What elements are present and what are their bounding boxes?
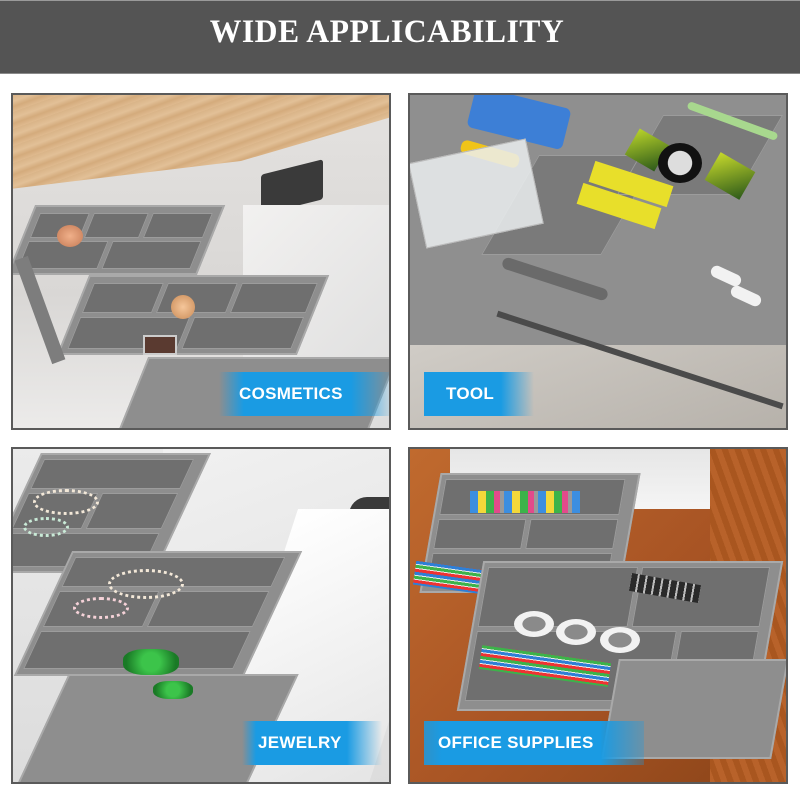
category-label-office-supplies: OFFICE SUPPLIES (424, 721, 644, 765)
wood-countertop (13, 95, 389, 189)
green-gems (153, 681, 193, 699)
pearl-necklace (33, 489, 99, 515)
panel-tool: TOOL (408, 93, 788, 430)
tape-roll (600, 627, 640, 653)
green-gems (123, 649, 179, 675)
category-label-jewelry: JEWELRY (242, 721, 382, 765)
pearl-bracelet (23, 517, 69, 537)
makeup-compact (171, 295, 195, 319)
organizer-tier-1 (13, 205, 226, 275)
tape-roll (514, 611, 554, 637)
category-label-cosmetics: COSMETICS (219, 372, 389, 416)
category-label-tool: TOOL (424, 372, 534, 416)
eyeshadow-palette (143, 335, 177, 355)
pearl-bracelet (73, 597, 129, 619)
makeup-compact (57, 225, 83, 247)
panel-office-supplies: OFFICE SUPPLIES (408, 447, 788, 784)
tape-roll (658, 143, 702, 183)
panel-jewelry: JEWELRY (11, 447, 391, 784)
header-banner: WIDE APPLICABILITY (0, 0, 800, 74)
tape-roll (556, 619, 596, 645)
page-title: WIDE APPLICABILITY (209, 14, 565, 50)
panel-cosmetics: COSMETICS (11, 93, 391, 430)
sticky-notes (470, 491, 580, 513)
organizer-tier-2 (56, 275, 330, 355)
pearl-necklace (108, 569, 184, 599)
